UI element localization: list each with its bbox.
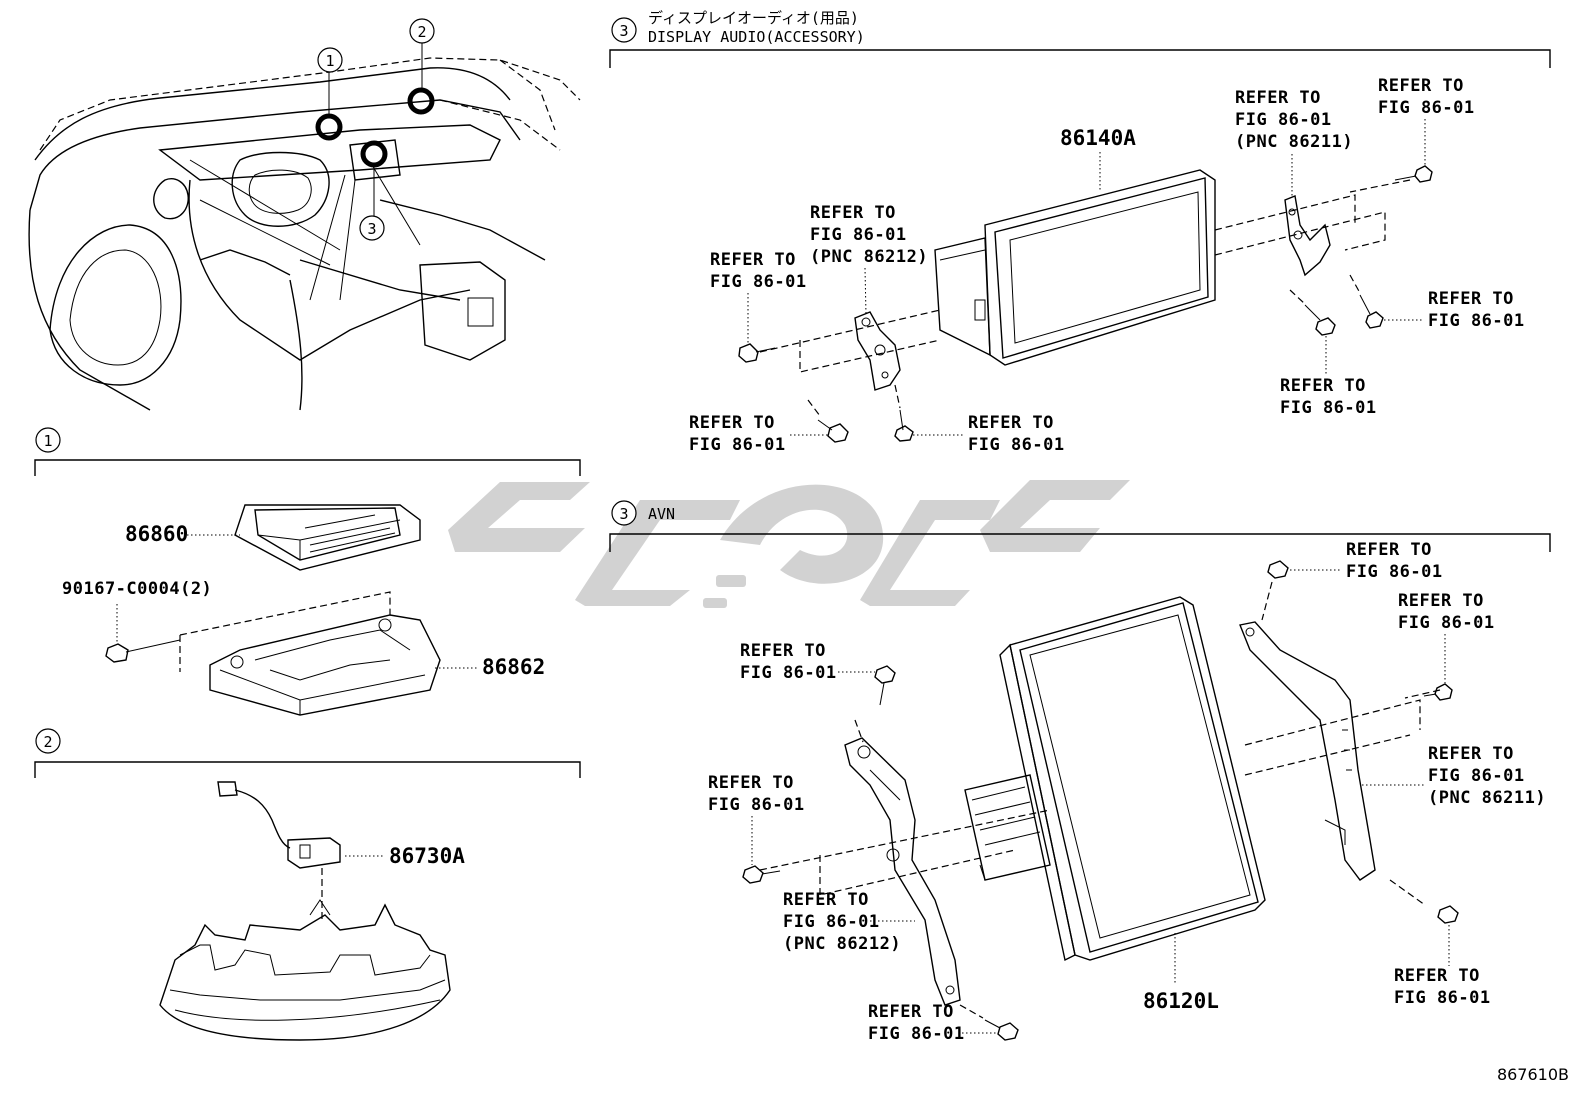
svg-text:REFER TO: REFER TO <box>689 413 775 433</box>
svg-text:REFER TO: REFER TO <box>783 890 869 910</box>
section-2-header: 2 <box>34 728 581 778</box>
watermark-logo <box>448 480 1130 608</box>
svg-text:1: 1 <box>43 432 52 450</box>
svg-text:AVN: AVN <box>648 505 675 523</box>
svg-text:FIG 86-01: FIG 86-01 <box>783 912 880 932</box>
svg-text:FIG 86-01: FIG 86-01 <box>1235 110 1332 130</box>
svg-text:FIG 86-01: FIG 86-01 <box>740 663 837 683</box>
overview-callout-3: 3 <box>359 215 385 241</box>
svg-text:REFER TO: REFER TO <box>1398 591 1484 611</box>
avn-bracket-right-86211 <box>1239 581 1441 906</box>
bracket-86862 <box>179 591 441 716</box>
svg-text:3: 3 <box>619 22 628 40</box>
label-86860: 86860 <box>125 522 240 546</box>
label-86862: 86862 <box>435 655 545 679</box>
svg-text:REFER TO: REFER TO <box>1346 540 1432 560</box>
svg-text:REFER TO: REFER TO <box>1394 966 1480 986</box>
svg-text:86140A: 86140A <box>1060 126 1136 150</box>
svg-text:REFER TO: REFER TO <box>1428 289 1514 309</box>
svg-text:3: 3 <box>619 505 628 523</box>
svg-text:FIG 86-01: FIG 86-01 <box>710 272 807 292</box>
avn-refer-labels: REFER TO FIG 86-01 REFER TO FIG 86-01 RE… <box>708 540 1546 1044</box>
svg-text:FIG 86-01: FIG 86-01 <box>810 225 907 245</box>
svg-text:FIG 86-01: FIG 86-01 <box>1346 562 1443 582</box>
svg-text:FIG 86-01: FIG 86-01 <box>708 795 805 815</box>
svg-text:86730A: 86730A <box>389 844 465 868</box>
svg-text:2: 2 <box>43 733 52 751</box>
svg-text:FIG 86-01: FIG 86-01 <box>689 435 786 455</box>
svg-text:FIG 86-01: FIG 86-01 <box>1378 98 1475 118</box>
svg-text:FIG 86-01: FIG 86-01 <box>1428 311 1525 331</box>
section-avn-header: 3 AVN <box>609 500 1551 552</box>
bracket-left-86212 <box>759 309 941 391</box>
svg-text:90167-C0004(2): 90167-C0004(2) <box>62 579 212 599</box>
svg-text:REFER TO: REFER TO <box>1428 744 1514 764</box>
svg-text:86120L: 86120L <box>1143 989 1219 1013</box>
svg-text:(PNC 86212): (PNC 86212) <box>810 247 928 267</box>
da-refer-labels: REFER TO FIG 86-01 (PNC 86212) REFER TO … <box>689 76 1525 455</box>
svg-text:ディスプレイオーディオ(用品): ディスプレイオーディオ(用品) <box>648 9 859 27</box>
svg-text:REFER TO: REFER TO <box>968 413 1054 433</box>
svg-text:REFER TO: REFER TO <box>1235 88 1321 108</box>
section-display-audio-header: 3 ディスプレイオーディオ(用品) DISPLAY AUDIO(ACCESSOR… <box>609 9 1551 68</box>
svg-text:REFER TO: REFER TO <box>1280 376 1366 396</box>
svg-text:FIG 86-01: FIG 86-01 <box>1280 398 1377 418</box>
svg-text:REFER TO: REFER TO <box>710 250 796 270</box>
svg-text:REFER TO: REFER TO <box>810 203 896 223</box>
avn-bolts <box>742 560 1459 1041</box>
overhead-console <box>159 899 451 1041</box>
display-unit-86140A: 86140A <box>934 126 1216 366</box>
svg-text:DISPLAY AUDIO(ACCESSORY): DISPLAY AUDIO(ACCESSORY) <box>648 28 865 46</box>
bolt-90167: 90167-C0004(2) <box>62 579 212 663</box>
svg-text:2: 2 <box>417 23 426 41</box>
da-bolts <box>738 165 1433 443</box>
ecu-86860 <box>234 504 421 571</box>
svg-text:FIG 86-01: FIG 86-01 <box>1394 988 1491 1008</box>
svg-text:86860: 86860 <box>125 522 188 546</box>
svg-text:FIG 86-01: FIG 86-01 <box>1428 766 1525 786</box>
svg-text:(PNC 86211): (PNC 86211) <box>1235 132 1353 152</box>
svg-text:(PNC 86212): (PNC 86212) <box>783 934 901 954</box>
svg-text:REFER TO: REFER TO <box>708 773 794 793</box>
svg-text:1: 1 <box>325 52 334 70</box>
svg-text:(PNC 86211): (PNC 86211) <box>1428 788 1546 808</box>
microphone-86730A: 86730A <box>217 781 465 920</box>
svg-text:86862: 86862 <box>482 655 545 679</box>
svg-text:REFER TO: REFER TO <box>868 1002 954 1022</box>
svg-text:3: 3 <box>367 220 376 238</box>
section-1-header: 1 <box>34 427 581 476</box>
avn-bracket-left-86212 <box>759 719 1051 1006</box>
overview-vehicle-interior <box>28 42 581 411</box>
bracket-right-86211 <box>1214 179 1411 277</box>
figure-id: 867610B <box>1497 1065 1569 1084</box>
svg-text:REFER TO: REFER TO <box>740 641 826 661</box>
display-unit-86120L: 86120L <box>964 596 1266 1013</box>
svg-text:REFER TO: REFER TO <box>1378 76 1464 96</box>
overview-callout-1: 1 <box>317 47 343 73</box>
svg-text:FIG 86-01: FIG 86-01 <box>968 435 1065 455</box>
overview-callout-2: 2 <box>409 18 435 44</box>
svg-text:FIG 86-01: FIG 86-01 <box>1398 613 1495 633</box>
svg-text:FIG 86-01: FIG 86-01 <box>868 1024 965 1044</box>
